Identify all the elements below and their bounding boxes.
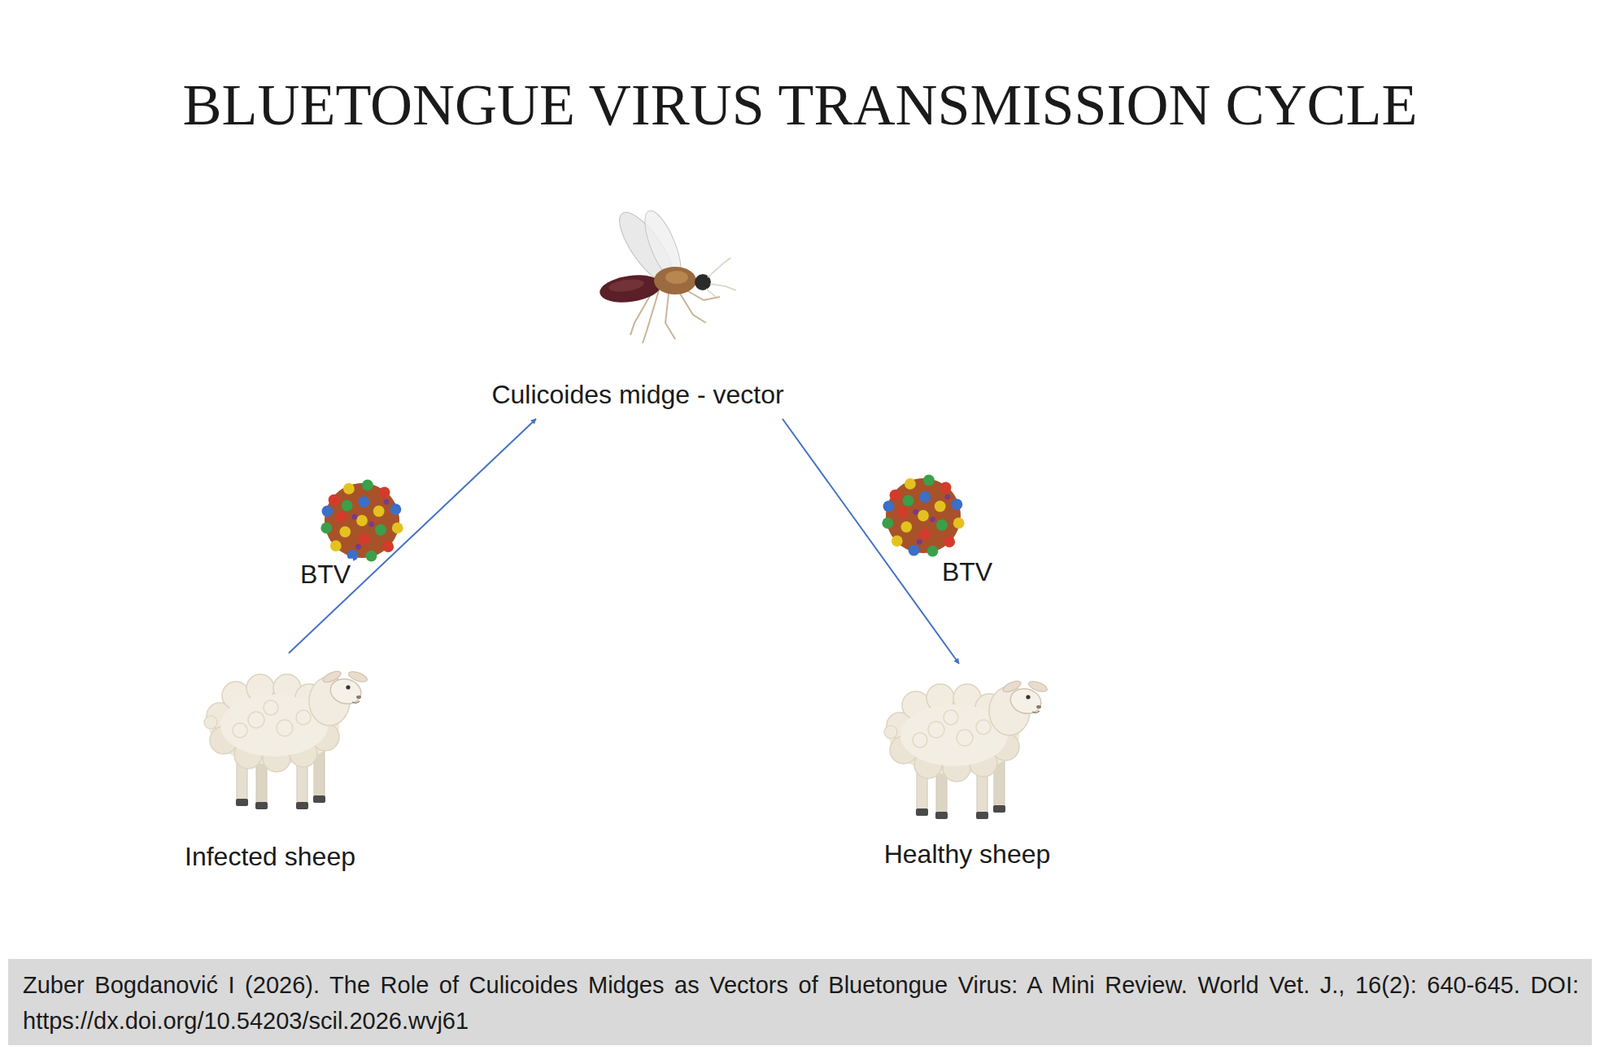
infected-sheep-illustration: [204, 668, 369, 810]
virus-icon: [320, 479, 403, 562]
midge-illustration: [597, 204, 737, 344]
diagram-title: BLUETONGUE VIRUS TRANSMISSION CYCLE: [0, 75, 1600, 135]
edge-label: BTV: [297, 558, 354, 590]
healthy-sheep-illustration: [884, 678, 1049, 820]
sheep-or-vector-node: Culicoides midge - vector: [462, 203, 813, 415]
transmission-arrow: [782, 418, 960, 664]
node-label: Healthy sheep: [884, 837, 1051, 871]
citation-caption: Zuber Bogdanović I (2026). The Role of C…: [8, 959, 1592, 1046]
sheep-or-vector-node: Infected sheep: [176, 654, 364, 877]
sheep-or-vector-node: Healthy sheep: [876, 665, 1060, 874]
node-label: Culicoides midge - vector: [491, 378, 784, 411]
transmission-arrow: [288, 418, 537, 654]
virus-icon: [881, 474, 964, 557]
node-label: Infected sheep: [184, 840, 356, 873]
edge-label: BTV: [939, 556, 995, 588]
